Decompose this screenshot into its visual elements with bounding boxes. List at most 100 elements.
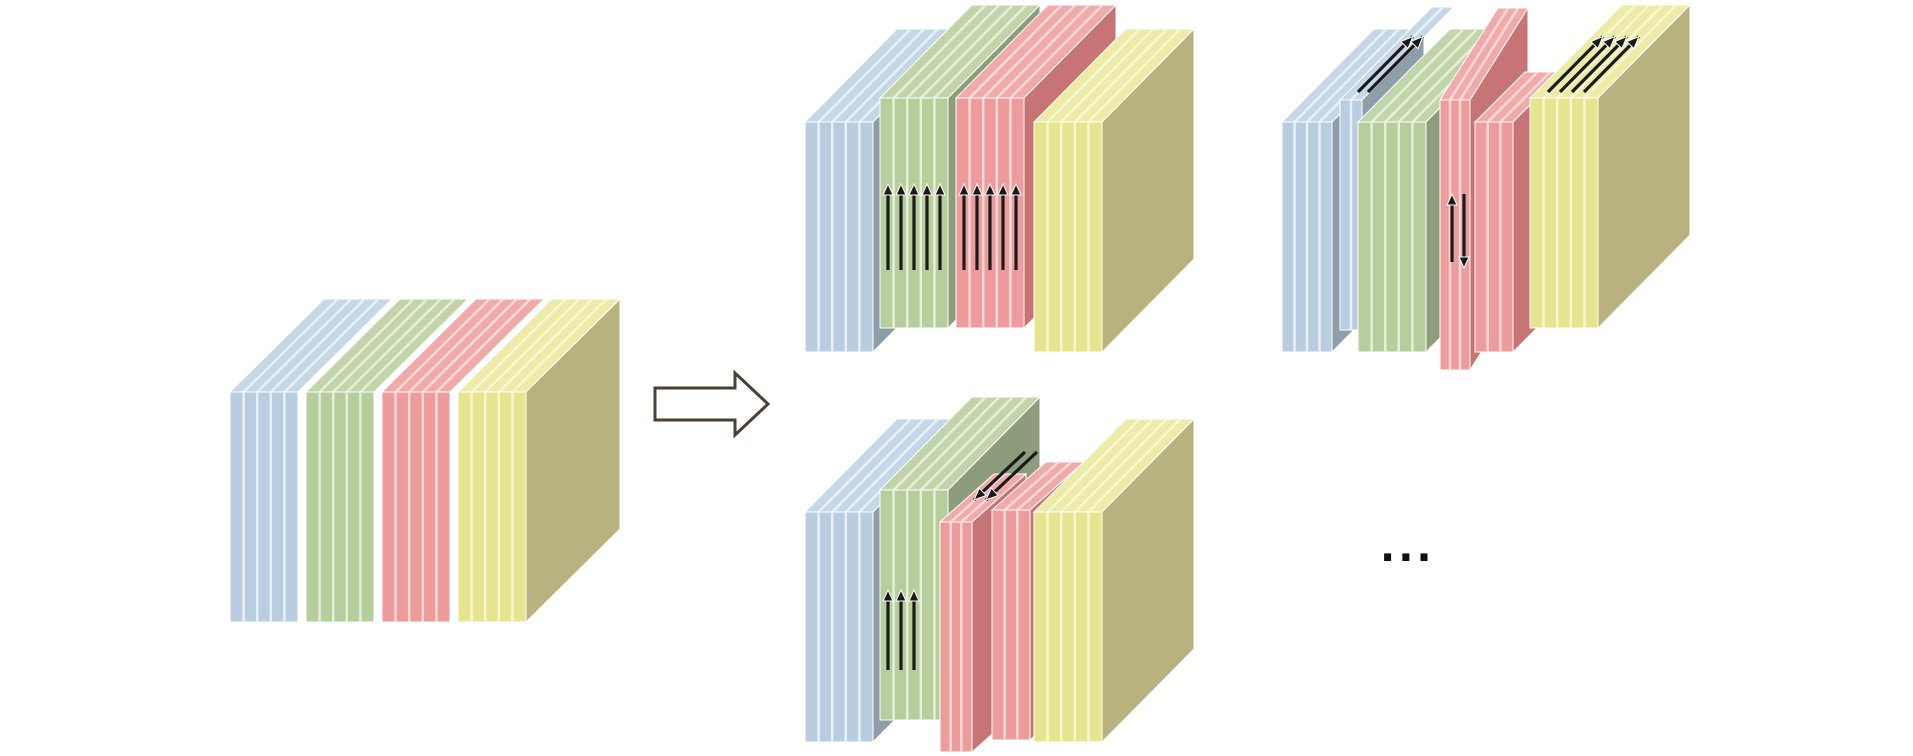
top-stripe: [318, 298, 415, 393]
layer-front-face: [804, 121, 874, 353]
top-stripe: [1046, 418, 1141, 513]
spin-arrow-icon: [1366, 35, 1424, 94]
spin-arrow-icon: [908, 182, 920, 270]
layer-front-face: [1033, 121, 1103, 353]
transform-arrow-icon: [653, 369, 771, 439]
top-stripe: [933, 4, 1028, 99]
spin-arrow-icon: [1356, 35, 1414, 94]
spin-arrow-icon: [1570, 35, 1628, 94]
layer-front-face: [1474, 121, 1514, 353]
configuration-mixed-rotated: [1280, 3, 1692, 372]
top-stripe: [844, 28, 939, 123]
top-stripe: [1306, 28, 1400, 123]
spin-arrow-icon: [984, 450, 1039, 502]
spin-arrow-icon: [1446, 192, 1458, 262]
layer-blue: [228, 298, 394, 623]
spin-arrow-icon: [895, 182, 907, 270]
layer-yellow: [1032, 417, 1196, 744]
top-stripe: [435, 298, 532, 393]
top-stripe: [906, 4, 1001, 99]
initial-layered-block: [228, 297, 622, 624]
top-stripe: [511, 298, 608, 393]
top-stripe: [1293, 28, 1388, 123]
top-stripe: [1448, 7, 1510, 101]
top-stripe: [1016, 461, 1073, 511]
spin-arrow-icon: [972, 450, 1027, 502]
layer-front-face: [804, 511, 874, 743]
top-stripe: [1499, 71, 1552, 123]
top-stripe: [817, 28, 912, 123]
top-stripe: [906, 396, 1001, 491]
layer-front-face: [381, 391, 451, 623]
spin-arrow-icon: [984, 182, 996, 270]
top-stripe: [1060, 28, 1155, 123]
top-stripe: [1073, 418, 1168, 513]
top-stripe: [332, 298, 429, 393]
arrow-outline: [653, 369, 771, 439]
top-stripe: [995, 4, 1090, 99]
spin-arrow-icon: [971, 182, 983, 270]
top-stripe: [919, 4, 1014, 99]
layer-yellow: [456, 297, 622, 624]
layer-yellow: [1032, 27, 1196, 354]
spin-arrow-icon: [934, 182, 946, 270]
spin-arrow-icon: [895, 588, 907, 670]
top-stripe: [497, 298, 594, 393]
top-stripe: [1087, 28, 1182, 123]
top-stripe: [982, 4, 1077, 99]
top-stripe: [359, 298, 456, 393]
top-stripe: [345, 298, 442, 393]
top-stripe: [1569, 4, 1664, 99]
spin-arrow-icon: [1558, 35, 1616, 94]
top-stripe: [421, 298, 518, 393]
top-stripe: [1384, 28, 1479, 123]
top-stripe: [1556, 4, 1651, 99]
layer-front-face: [305, 391, 375, 623]
spin-arrow-icon: [882, 588, 894, 670]
top-stripe: [1486, 71, 1539, 123]
spin-arrow-icon: [908, 588, 920, 670]
spin-arrow-icon: [997, 182, 1009, 270]
top-stripe: [1370, 28, 1465, 123]
top-stripe: [1583, 4, 1678, 99]
top-stripe: [394, 298, 491, 393]
top-stripe: [831, 418, 926, 513]
top-stripe: [1087, 418, 1182, 513]
top-stripe: [1003, 461, 1060, 511]
spin-arrow-icon: [1010, 182, 1022, 270]
top-stripe: [1073, 28, 1168, 123]
layer-front-face: [457, 391, 527, 623]
top-stripe: [1009, 4, 1104, 99]
spin-arrow-icon: [1458, 194, 1470, 270]
spin-arrow-icon: [1582, 35, 1640, 94]
spin-arrow-icon: [958, 182, 970, 270]
top-stripe: [1458, 7, 1520, 101]
top-stripe: [256, 298, 353, 393]
top-stripe: [408, 298, 505, 393]
top-stripe: [933, 396, 1028, 491]
top-stripe: [919, 396, 1014, 491]
layer-front-face: [1033, 511, 1103, 743]
configuration-all-aligned-up: [803, 3, 1196, 354]
layer-front-face: [1357, 121, 1427, 353]
top-stripe: [269, 298, 366, 393]
top-stripe: [1060, 418, 1155, 513]
layer-front-face: [991, 509, 1031, 741]
top-stripe: [892, 396, 987, 491]
configuration-partial-flipped: [803, 395, 1196, 754]
top-stripe: [844, 418, 939, 513]
layer-front-face: [229, 391, 299, 623]
layer-front-face: [1529, 97, 1599, 329]
top-stripe: [892, 4, 987, 99]
top-stripe: [242, 298, 339, 393]
top-stripe: [283, 298, 380, 393]
top-stripe: [968, 4, 1063, 99]
layer-front-face: [939, 521, 973, 753]
top-stripe: [1046, 28, 1141, 123]
top-stripe: [470, 298, 567, 393]
spin-arrow-icon: [882, 182, 894, 270]
spin-arrow-icon: [1546, 35, 1604, 94]
top-stripe: [484, 298, 581, 393]
layer-red: [380, 298, 546, 623]
